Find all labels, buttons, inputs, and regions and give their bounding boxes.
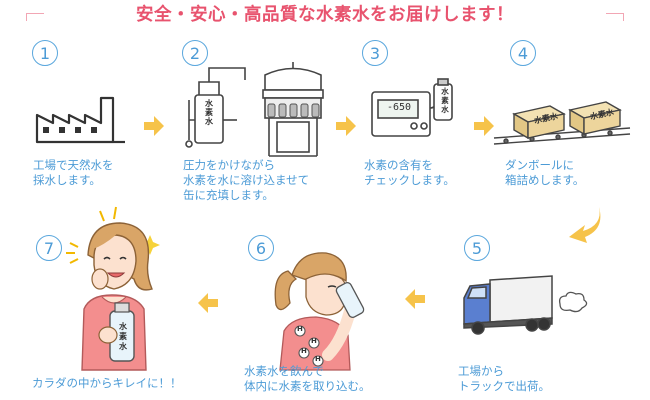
arrow-down-left-icon [569, 207, 601, 243]
factory-icon [35, 96, 125, 144]
hydrogen-bubble: H [315, 355, 321, 363]
step-7-number: 7 [36, 235, 62, 261]
step-6-caption: 水素水を飲んで 体内に水素を取り込む。 [244, 364, 371, 393]
step-7-caption: カラダの中からキレイに！！ [32, 376, 182, 390]
meter-reading: -650 [386, 102, 412, 113]
hydrogen-bubble: H [301, 347, 307, 355]
filling-machine-icon [185, 62, 324, 157]
arrow-left-icon [405, 289, 425, 309]
cardboard-boxes-icon [493, 101, 631, 145]
title-rule-left [26, 13, 44, 14]
step-1-number: 1 [32, 40, 58, 66]
page-title: 安全・安心・高品質な水素水をお届けします！ [136, 5, 514, 25]
bottle-label: 水 素 水 [441, 87, 449, 114]
title-tick-right [623, 13, 624, 21]
arrow-right-icon [336, 116, 356, 136]
happy-woman-icon [66, 206, 160, 371]
step-3-number: 3 [362, 40, 388, 66]
title-rule-right [606, 13, 624, 14]
step-1-caption: 工場で天然水を 採水します。 [33, 158, 114, 187]
step-2-number: 2 [182, 40, 208, 66]
hydrogen-bubble: H [311, 337, 317, 345]
step-4-number: 4 [510, 40, 536, 66]
hydrogen-bubble: H [297, 325, 303, 333]
arrow-right-icon [474, 116, 494, 136]
step-5-caption: 工場から トラックで出荷。 [458, 364, 550, 393]
arrow-left-icon [198, 293, 218, 313]
step-4-caption: ダンボールに 箱詰めします。 [505, 158, 585, 187]
title-tick-left [26, 13, 27, 21]
drinking-woman-icon [274, 252, 365, 371]
hydrogen-meter-icon [371, 78, 453, 137]
step-6-number: 6 [248, 235, 274, 261]
tank-label: 水 素 水 [205, 99, 213, 126]
step-3-caption: 水素の含有を チェックします。 [364, 158, 455, 187]
step-2-caption: 圧力をかけながら 水素を水に溶け込ませて 缶に充填します。 [183, 158, 310, 202]
truck-icon [463, 275, 588, 335]
step-7-bottle-label: 水 素 水 [119, 322, 127, 351]
step-5-number: 5 [464, 235, 490, 261]
arrow-right-icon [144, 116, 164, 136]
